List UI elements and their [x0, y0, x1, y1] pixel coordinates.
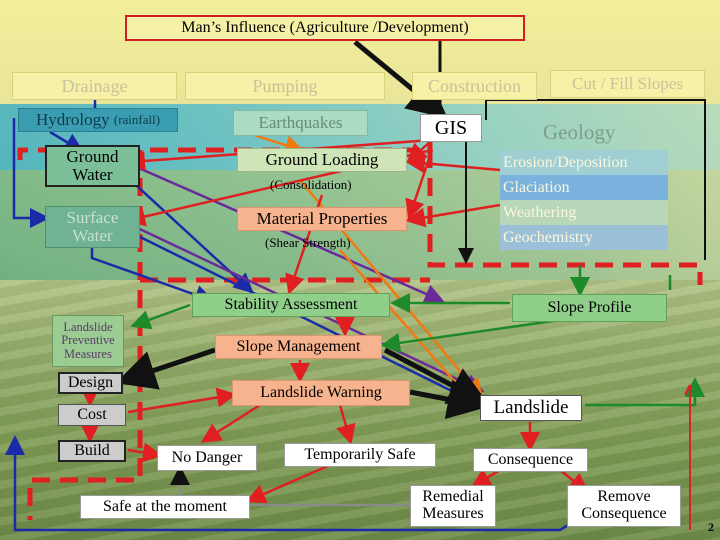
geology-item-label: Erosion/Deposition: [503, 153, 628, 171]
node-cut-fill: Cut / Fill Slopes: [550, 70, 705, 98]
line-green-profile-mgmt: [385, 275, 672, 345]
node-earthquakes-label: Earthquakes: [258, 113, 343, 133]
line-black-mgmt-design: [115, 347, 216, 390]
node-material-properties: Material Properties: [237, 207, 407, 231]
page-title: Man’s Influence (Agriculture /Developmen…: [181, 18, 469, 36]
node-temporarily-safe: Temporarily Safe: [284, 443, 436, 467]
node-landslide-warning: Landslide Warning: [232, 380, 410, 406]
node-build-label: Build: [74, 441, 110, 459]
node-gis: GIS: [420, 114, 482, 142]
node-no-danger-label: No Danger: [171, 448, 243, 466]
node-build: Build: [58, 440, 126, 462]
node-ground-water: Ground Water: [45, 145, 140, 187]
page-number-label: 2: [708, 520, 714, 534]
node-safe-moment-label: Safe at the moment: [103, 497, 227, 515]
line-green-stability-preventive: [130, 303, 191, 330]
node-landslide-label: Landslide: [493, 397, 569, 419]
node-construction-label: Construction: [428, 75, 521, 96]
line-black-right-loop: [485, 99, 706, 260]
title-box: Man’s Influence (Agriculture /Developmen…: [125, 15, 525, 41]
node-hydrology-label: Hydrology: [35, 110, 110, 130]
node-ground-loading: Ground Loading: [237, 148, 407, 172]
node-surface-water-label: Surface Water: [66, 208, 119, 245]
node-design-label: Design: [67, 373, 114, 391]
geology-item-erosion: Erosion/Deposition: [500, 150, 668, 175]
node-cost: Cost: [58, 404, 126, 426]
line-green-landslide-profile: [585, 377, 705, 407]
node-landslide: Landslide: [480, 395, 582, 421]
node-slope-profile-label: Slope Profile: [547, 298, 632, 316]
node-drainage: Drainage: [12, 72, 177, 100]
node-consolidation-label: (Consolidation): [270, 177, 352, 192]
node-shear-strength: (Shear Strength): [265, 235, 351, 251]
line-red-gis-4: [405, 149, 434, 220]
node-surface-water: Surface Water: [45, 206, 140, 248]
line-red-warning-nodanger: [200, 403, 261, 443]
node-preventive: Landslide Preventive Measures: [52, 315, 124, 367]
node-cost-label: Cost: [77, 405, 107, 423]
node-shear-strength-label: (Shear Strength): [265, 235, 351, 250]
line-red-temp-safe: [245, 463, 331, 504]
node-rainfall-label: (rainfall): [113, 112, 161, 128]
node-remove-consequence-label: Remove Consequence: [581, 488, 667, 522]
line-red-geo-2: [405, 203, 501, 228]
node-consequence: Consequence: [473, 448, 588, 472]
dashed-boundary-right: [427, 150, 703, 285]
geology-item-geochemistry: Geochemistry: [500, 225, 668, 250]
node-stability: Stability Assessment: [192, 293, 390, 317]
node-ground-water-label: Ground Water: [66, 147, 119, 184]
geology-item-label: Geochemistry: [503, 228, 593, 246]
line-red-consequence-remedial: [470, 468, 501, 488]
node-remove-consequence: Remove Consequence: [567, 485, 681, 527]
dashed-boundary-left: [27, 150, 143, 520]
line-black-warning-landslide: [409, 379, 488, 420]
node-geology-label: Geology: [543, 120, 616, 144]
node-hydrology: Hydrology (rainfall): [18, 108, 178, 132]
node-construction: Construction: [412, 72, 537, 100]
node-ground-loading-label: Ground Loading: [265, 150, 379, 170]
node-slope-management: Slope Management: [215, 335, 382, 359]
node-cut-fill-label: Cut / Fill Slopes: [572, 74, 683, 94]
node-drainage-label: Drainage: [61, 75, 128, 96]
node-earthquakes: Earthquakes: [233, 110, 368, 136]
node-gis-label: GIS: [434, 116, 468, 139]
node-slope-profile: Slope Profile: [512, 294, 667, 322]
line-black-title-gis: [353, 40, 448, 119]
line-blue-bottom: [684, 384, 691, 530]
node-no-danger: No Danger: [157, 445, 257, 471]
node-remedial-label: Remedial Measures: [422, 488, 484, 522]
geology-item-label: Weathering: [503, 203, 577, 221]
geology-item-weathering: Weathering: [500, 200, 668, 225]
node-pumping: Pumping: [185, 72, 385, 100]
line-purple-1: [124, 160, 445, 304]
line-hydrology-surface: [12, 118, 50, 228]
node-preventive-label: Landslide Preventive Measures: [61, 320, 115, 361]
geology-item-glaciation: Glaciation: [500, 175, 668, 200]
line-red-warning-temp: [336, 404, 356, 445]
node-remedial: Remedial Measures: [410, 485, 496, 527]
node-consequence-label: Consequence: [487, 450, 574, 468]
node-temporarily-safe-label: Temporarily Safe: [304, 445, 416, 463]
node-material-properties-label: Material Properties: [256, 209, 388, 229]
geology-item-label: Glaciation: [503, 178, 570, 196]
node-slope-management-label: Slope Management: [236, 337, 361, 355]
line-red-cost-warning: [127, 387, 237, 414]
line-surfacewater-stability: [90, 248, 215, 305]
node-landslide-warning-label: Landslide Warning: [260, 383, 382, 401]
line-red-build-nodanger: [127, 442, 163, 463]
node-design: Design: [58, 372, 123, 394]
node-pumping-label: Pumping: [252, 75, 318, 96]
line-red-geo-1: [405, 153, 501, 174]
node-consolidation: (Consolidation): [270, 177, 352, 193]
node-stability-label: Stability Assessment: [224, 295, 358, 313]
node-safe-moment: Safe at the moment: [80, 495, 250, 519]
node-geology: Geology: [543, 120, 615, 145]
page-number: 2: [708, 520, 714, 535]
